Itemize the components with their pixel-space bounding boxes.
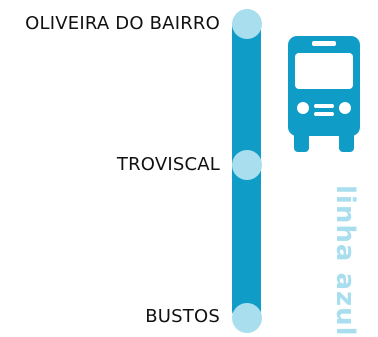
bus-grille-bottom — [314, 112, 334, 116]
bus-headlight-right — [339, 102, 351, 114]
bus-grille-top — [314, 104, 334, 108]
stop-dot-oliveira-do-bairro — [232, 9, 262, 39]
stop-dot-troviscal — [232, 150, 262, 180]
stop-label-bustos: BUSTOS — [145, 306, 220, 327]
bus-wheel-left — [294, 132, 309, 152]
bus-windshield — [295, 53, 353, 89]
stop-dot-bustos — [232, 303, 262, 333]
bus-headlight-left — [297, 102, 309, 114]
bus-icon — [288, 36, 360, 152]
stop-label-troviscal: TROVISCAL — [116, 154, 220, 175]
line-name: linha azul — [330, 185, 360, 337]
bus-wheel-right — [339, 132, 354, 152]
bus-top-sign — [312, 41, 336, 46]
stop-label-oliveira-do-bairro: OLIVEIRA DO BAIRRO — [25, 13, 220, 34]
